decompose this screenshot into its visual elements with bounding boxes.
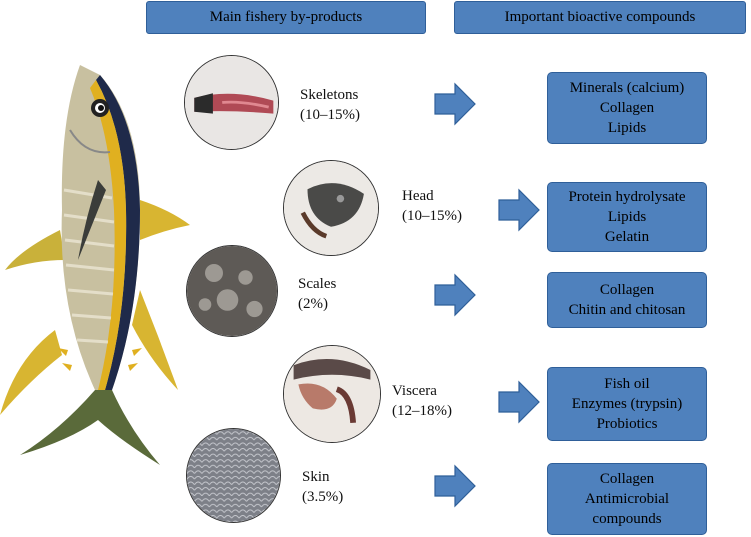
scales-percent: (2%): [298, 296, 328, 312]
skin-percent: (3.5%): [302, 489, 344, 505]
scales-photo: [186, 245, 278, 337]
scales-arrow: [434, 273, 476, 317]
compound-line: Lipids: [607, 209, 647, 225]
head-label: Head (10–15%): [402, 186, 462, 226]
skin-name: Skin: [302, 469, 330, 485]
skin-compounds-box: Collagen Antimicrobial compounds: [547, 463, 707, 535]
viscera-name: Viscera: [392, 383, 437, 399]
byproducts-header: Main fishery by-products: [146, 1, 426, 34]
head-photo: [283, 160, 379, 256]
viscera-photo: [283, 345, 381, 443]
compound-line: Enzymes (trypsin): [571, 396, 683, 412]
compounds-header-label: Important bioactive compounds: [504, 9, 696, 25]
compounds-header: Important bioactive compounds: [454, 1, 746, 34]
compound-line: compounds: [592, 511, 662, 527]
skin-photo: [186, 428, 281, 523]
skeletons-percent: (10–15%): [300, 107, 360, 123]
skeletons-arrow: [434, 82, 476, 126]
scales-label: Scales (2%): [298, 274, 336, 314]
skin-label: Skin (3.5%): [302, 467, 343, 507]
compound-line: Probiotics: [596, 416, 658, 432]
compound-line: Collagen: [599, 100, 655, 116]
scales-name: Scales: [298, 276, 337, 292]
compound-line: Gelatin: [604, 229, 650, 245]
tuna-fish-illustration: [0, 65, 190, 465]
byproducts-header-label: Main fishery by-products: [209, 9, 363, 25]
viscera-arrow: [498, 380, 540, 424]
head-arrow: [498, 188, 540, 232]
viscera-compounds-box: Fish oil Enzymes (trypsin) Probiotics: [547, 367, 707, 441]
compound-line: Collagen: [599, 282, 655, 298]
compound-line: Minerals (calcium): [569, 80, 685, 96]
skeletons-name: Skeletons: [300, 87, 359, 103]
compound-line: Collagen: [599, 471, 655, 487]
head-percent: (10–15%): [402, 208, 462, 224]
compound-line: Protein hydrolysate: [568, 189, 686, 205]
viscera-percent: (12–18%): [392, 403, 452, 419]
head-name: Head: [402, 188, 434, 204]
skeletons-compounds-box: Minerals (calcium) Collagen Lipids: [547, 72, 707, 144]
compound-line: Lipids: [607, 120, 647, 136]
skeletons-label: Skeletons (10–15%): [300, 85, 360, 125]
compound-line: Fish oil: [604, 376, 650, 392]
viscera-label: Viscera (12–18%): [392, 381, 452, 421]
head-compounds-box: Protein hydrolysate Lipids Gelatin: [547, 182, 707, 252]
compound-line: Chitin and chitosan: [568, 302, 686, 318]
skeletons-photo: [184, 55, 279, 150]
compound-line: Antimicrobial: [584, 491, 670, 507]
skin-arrow: [434, 464, 476, 508]
scales-compounds-box: Collagen Chitin and chitosan: [547, 272, 707, 328]
